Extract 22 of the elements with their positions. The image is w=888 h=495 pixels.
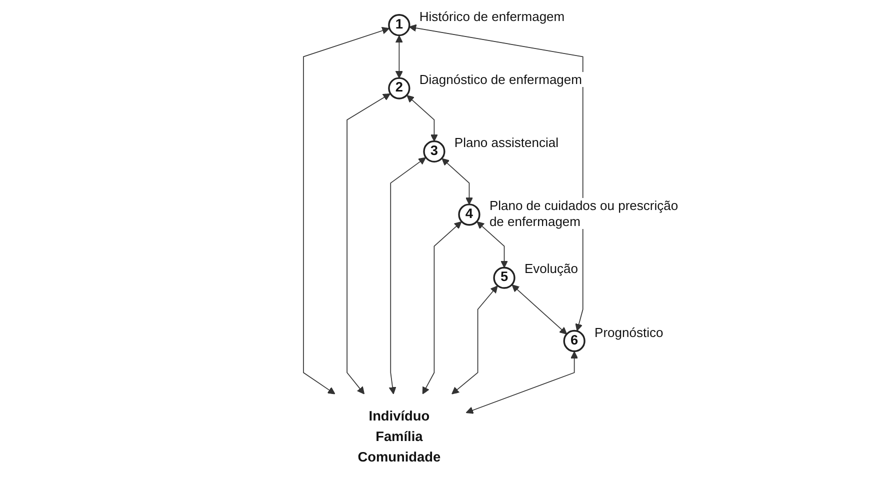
double-arrow [388, 156, 426, 394]
numbered-circle: 2 [388, 76, 410, 99]
double-arrow [442, 158, 473, 204]
double-arrow [395, 34, 403, 78]
numbered-circle: 4 [458, 203, 480, 226]
node-caption: Histórico de enfermagem [417, 8, 567, 24]
double-arrow [476, 220, 508, 268]
double-arrow [466, 350, 578, 414]
double-arrow [422, 220, 462, 394]
double-arrow [452, 285, 498, 394]
node-caption: Prognóstico [592, 324, 666, 340]
double-arrow [408, 24, 584, 331]
numbered-circle: 1 [388, 14, 410, 36]
node-caption: Diagnóstico de enfermagem [417, 72, 584, 88]
numbered-circle: 3 [423, 140, 446, 162]
numbered-circle: 5 [493, 266, 516, 288]
double-arrow [406, 94, 438, 142]
double-arrow [303, 26, 390, 394]
center-label: Indivíduo Família Comunidade [358, 408, 441, 464]
numbered-circle: 6 [563, 329, 586, 352]
double-arrow [346, 92, 390, 394]
double-arrow [512, 284, 568, 334]
